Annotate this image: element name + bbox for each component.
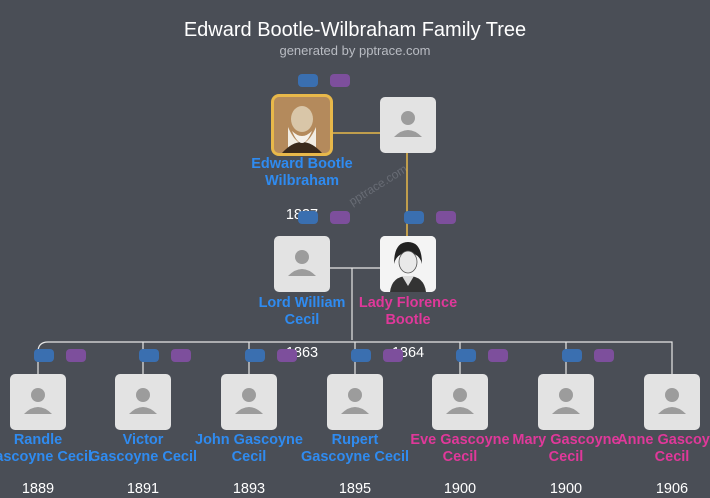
person-placeholder-icon xyxy=(288,250,316,276)
person-card-edward[interactable] xyxy=(274,97,330,153)
person-card-child[interactable] xyxy=(432,374,488,430)
person-name[interactable]: Edward Bootle Wilbraham xyxy=(251,156,353,189)
person-card-child[interactable] xyxy=(327,374,383,430)
mother-link-button[interactable] xyxy=(330,211,350,224)
mother-link-button[interactable] xyxy=(171,349,191,362)
birth-year: 1900 xyxy=(443,481,477,497)
person-placeholder-icon xyxy=(394,111,422,137)
person-placeholder-icon xyxy=(658,388,686,414)
person-name[interactable]: Lady Florence Bootle xyxy=(358,295,458,328)
person-name[interactable]: Rupert Gascoyne Cecil xyxy=(301,432,409,465)
person-name[interactable]: Anne Gascoyne Cecil xyxy=(617,432,710,465)
birth-year: 1900 xyxy=(549,481,583,497)
person-placeholder-icon xyxy=(129,388,157,414)
portrait-engraving-icon xyxy=(380,236,436,292)
person-card-child[interactable] xyxy=(538,374,594,430)
mother-link-button[interactable] xyxy=(277,349,297,362)
father-link-button[interactable] xyxy=(562,349,582,362)
birth-year: 1895 xyxy=(338,481,372,497)
mother-link-button[interactable] xyxy=(436,211,456,224)
person-name[interactable]: Randle Gascoyne Cecil xyxy=(0,432,92,465)
mother-link-button[interactable] xyxy=(488,349,508,362)
person-card-child[interactable] xyxy=(221,374,277,430)
portrait-photo-icon xyxy=(274,97,330,153)
mother-link-button[interactable] xyxy=(383,349,403,362)
mother-link-button[interactable] xyxy=(66,349,86,362)
person-card-child[interactable] xyxy=(10,374,66,430)
person-card-florence[interactable] xyxy=(380,236,436,292)
father-link-button[interactable] xyxy=(351,349,371,362)
father-link-button[interactable] xyxy=(139,349,159,362)
page-subtitle: generated by pptrace.com xyxy=(279,43,431,58)
person-placeholder-icon xyxy=(24,388,52,414)
birth-year: 1891 xyxy=(126,481,160,497)
father-link-button[interactable] xyxy=(298,74,318,87)
person-placeholder-icon xyxy=(235,388,263,414)
mother-link-button[interactable] xyxy=(594,349,614,362)
person-placeholder-icon xyxy=(341,388,369,414)
person-card-child[interactable] xyxy=(115,374,171,430)
father-link-button[interactable] xyxy=(456,349,476,362)
father-link-button[interactable] xyxy=(245,349,265,362)
person-name[interactable]: Mary Gascoyne Cecil xyxy=(512,432,620,465)
birth-year: 1889 xyxy=(21,481,55,497)
person-card-spouse[interactable] xyxy=(380,97,436,153)
person-name[interactable]: Eve Gascoyne Cecil xyxy=(410,432,510,465)
person-card-william[interactable] xyxy=(274,236,330,292)
person-card-child[interactable] xyxy=(644,374,700,430)
person-name[interactable]: John Gascoyne Cecil xyxy=(195,432,303,465)
person-name[interactable]: Lord William Cecil xyxy=(258,295,346,328)
person-placeholder-icon xyxy=(446,388,474,414)
mother-link-button[interactable] xyxy=(330,74,350,87)
father-link-button[interactable] xyxy=(298,211,318,224)
father-link-button[interactable] xyxy=(404,211,424,224)
person-placeholder-icon xyxy=(552,388,580,414)
person-name[interactable]: Victor Gascoyne Cecil xyxy=(89,432,197,465)
birth-year: 1893 xyxy=(232,481,266,497)
father-link-button[interactable] xyxy=(34,349,54,362)
birth-year: 1906 xyxy=(655,481,689,497)
page-title: Edward Bootle-Wilbraham Family Tree xyxy=(183,19,527,41)
